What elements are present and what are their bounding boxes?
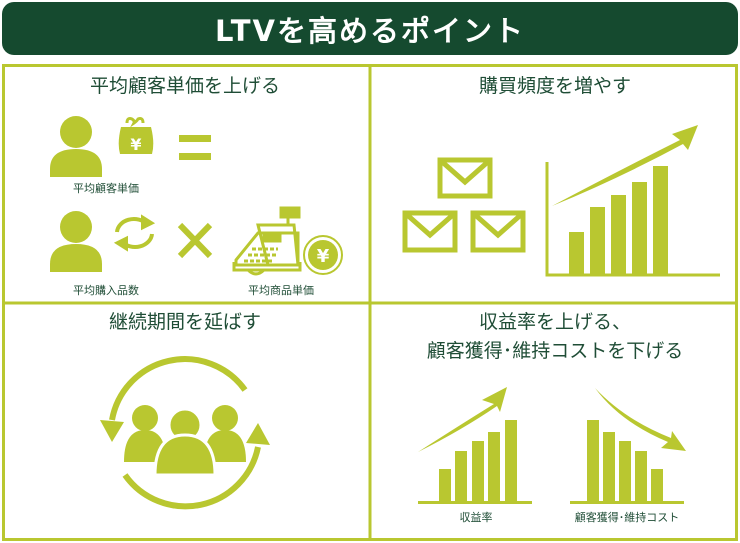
svg-text:¥: ¥ bbox=[130, 135, 141, 154]
cycle-arrows-icon bbox=[113, 214, 156, 252]
page-title: LTVを高めるポイント bbox=[2, 2, 738, 55]
person-icon bbox=[50, 116, 102, 177]
cash-register-icon bbox=[232, 206, 302, 276]
profit-bar-chart-icon bbox=[418, 387, 532, 504]
panel-title-average-spend: 平均顧客単価を上げる bbox=[90, 75, 280, 97]
label-avg-customer-price: 平均顧客単価 bbox=[73, 181, 139, 195]
svg-text:¥: ¥ bbox=[317, 246, 330, 267]
panel-title-purchase-frequency: 購買頻度を増やす bbox=[479, 75, 631, 97]
arrowhead bbox=[246, 423, 270, 445]
rising-bar-chart-icon bbox=[545, 162, 720, 277]
yen-coin-icon: ¥ bbox=[303, 235, 343, 275]
arrowhead bbox=[100, 420, 124, 442]
up-arrow-icon bbox=[552, 125, 698, 206]
up-arrow-icon bbox=[418, 387, 507, 452]
group-people-icon bbox=[124, 405, 246, 477]
label-profit: 収益率 bbox=[460, 510, 493, 524]
panel-title-profitability-line1: 収益率を上げる、 bbox=[479, 311, 631, 333]
envelope-icon bbox=[437, 157, 493, 199]
label-avg-item-price: 平均商品単価 bbox=[248, 283, 314, 297]
panel-title-profitability-line2: 顧客獲得･維持コストを下げる bbox=[427, 340, 684, 362]
purse-yen-icon: ¥ bbox=[118, 117, 154, 154]
multiply-icon bbox=[177, 222, 213, 259]
circular-arrows-icon bbox=[109, 356, 261, 510]
label-cost: 顧客獲得･維持コスト bbox=[575, 510, 680, 524]
panel-title-retention: 継続期間を延ばす bbox=[109, 311, 261, 333]
label-avg-purchase-count: 平均購入品数 bbox=[73, 283, 139, 297]
envelope-icon bbox=[470, 210, 526, 253]
cost-bar-chart-icon bbox=[570, 388, 686, 504]
equals-icon bbox=[179, 135, 211, 160]
person-icon bbox=[50, 211, 102, 272]
down-arrow-icon bbox=[595, 388, 686, 451]
envelope-icon bbox=[402, 210, 458, 253]
